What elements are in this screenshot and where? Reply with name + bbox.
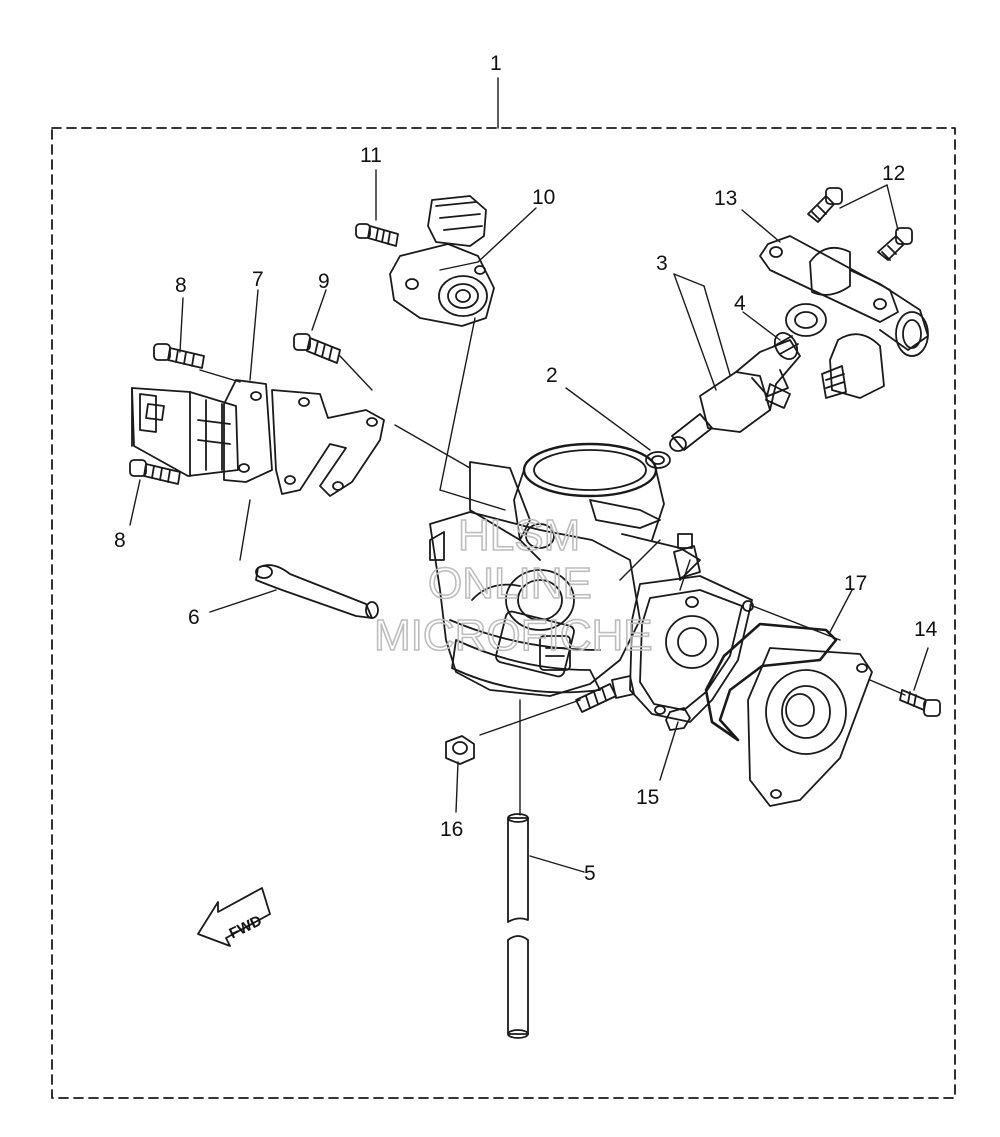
nut-16 xyxy=(445,735,475,765)
nut-15 xyxy=(665,707,691,731)
hose-6 xyxy=(255,564,379,619)
fwd-label: FWD xyxy=(227,912,265,942)
callout-12: 12 xyxy=(882,162,905,185)
assembly-boundary xyxy=(51,127,956,1099)
callout-15: 15 xyxy=(636,786,659,809)
screw-8-lower xyxy=(129,459,181,485)
fuel-rail xyxy=(759,235,929,399)
watermark-line-3: MICROFICHE xyxy=(374,611,653,660)
callout-numbers: 1 2 3 4 5 6 7 8 8 9 10 11 12 13 14 15 16… xyxy=(114,52,938,885)
callout-9: 9 xyxy=(318,270,330,293)
throttle-position-sensor xyxy=(389,195,495,327)
intake-pressure-sensor xyxy=(131,379,273,483)
screw-9 xyxy=(293,333,341,364)
callout-5: 5 xyxy=(584,862,596,885)
regulator-plate xyxy=(629,575,754,723)
callout-4: 4 xyxy=(734,292,746,315)
callout-3: 3 xyxy=(656,252,668,275)
screw-14 xyxy=(899,689,941,717)
callout-1: 1 xyxy=(490,52,502,75)
fuel-injector xyxy=(669,335,801,452)
leader-lines xyxy=(129,77,929,873)
fwd-arrow-icon xyxy=(197,887,271,947)
callout-13: 13 xyxy=(714,187,737,210)
screw-12-right xyxy=(877,227,913,261)
callout-14: 14 xyxy=(914,618,938,641)
callout-7: 7 xyxy=(252,268,264,291)
screw-12-left xyxy=(807,187,843,223)
gasket-17 xyxy=(704,622,838,742)
o-ring-4 xyxy=(773,331,799,361)
watermark: HLSM ONLINE MICROFICHE xyxy=(373,510,653,661)
callout-2: 2 xyxy=(546,364,558,387)
adjust-screw xyxy=(673,533,701,579)
callout-17: 17 xyxy=(844,572,867,595)
cover-plate xyxy=(747,647,873,807)
callout-11: 11 xyxy=(360,144,382,167)
callout-8-lower: 8 xyxy=(114,529,126,552)
screw-11 xyxy=(355,223,399,247)
hose-5 xyxy=(507,813,529,1039)
callout-6: 6 xyxy=(188,606,200,629)
watermark-line-1: HLSM xyxy=(458,511,580,560)
bracket-7 xyxy=(271,389,385,497)
throttle-body xyxy=(429,442,701,697)
screw-8-upper xyxy=(153,343,205,369)
callout-16: 16 xyxy=(440,818,463,841)
stud-bolt xyxy=(575,675,635,713)
watermark-line-2: ONLINE xyxy=(428,559,592,608)
callout-8-upper: 8 xyxy=(175,274,187,297)
callout-10: 10 xyxy=(532,186,555,209)
o-ring-2 xyxy=(645,451,671,469)
